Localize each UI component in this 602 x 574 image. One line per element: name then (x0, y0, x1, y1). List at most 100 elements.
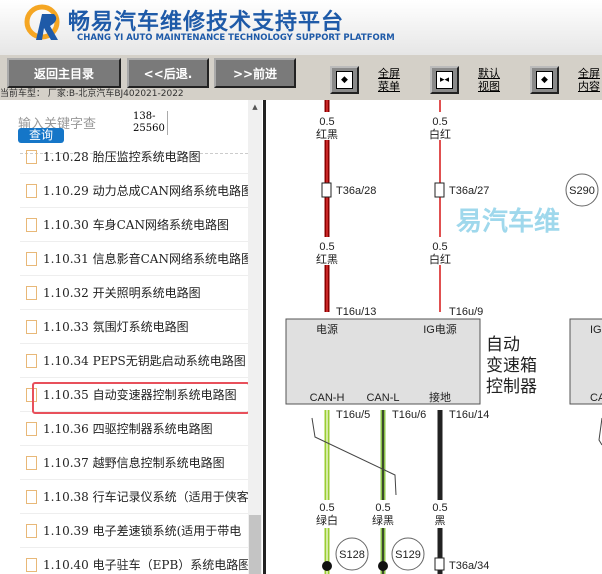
wire-size: 0.5 (432, 241, 447, 253)
sidebar-item[interactable]: 1.10.40 电子驻车（EPB）系统电路图 (20, 548, 248, 574)
file-icon (26, 183, 37, 198)
sidebar-item-label: 1.10.39 电子差速锁系统(适用于带电 (43, 524, 242, 538)
app-title: 畅易汽车维修技术支持平台 (68, 10, 345, 35)
file-icon (26, 353, 37, 368)
fullscreen-menu-button[interactable]: ◆ (330, 66, 359, 94)
sidebar-item-selected[interactable]: 1.10.35 自动变速器控制系统电路图 (20, 378, 248, 412)
pane-divider[interactable] (263, 100, 266, 574)
phone-line: 25560 (133, 123, 165, 134)
connector-icon (434, 557, 445, 571)
connector-label: T16u/14 (449, 409, 489, 421)
pin-label: CAN-H (310, 392, 345, 404)
sidebar-item[interactable]: 1.10.34 PEPS无钥匙启动系统电路图 (20, 344, 248, 378)
sidebar-item-label: 1.10.38 行车记录仪系统（适用于侠客 (43, 490, 248, 504)
connector-label: T36a/28 (336, 185, 376, 197)
sidebar-scrollbar[interactable]: ▲ (248, 100, 262, 574)
wire-color: 绿黑 (372, 513, 394, 527)
sidebar-item-label: 1.10.36 四驱控制器系统电路图 (43, 422, 213, 436)
file-icon (26, 149, 37, 164)
sidebar-item[interactable]: 1.10.31 信息影音CAN网络系统电路图 (20, 242, 248, 276)
pin-label: 接地 (429, 391, 451, 404)
sidebar-item[interactable]: 1.10.29 动力总成CAN网络系统电路图 (20, 174, 248, 208)
app-subtitle: CHANG YI AUTO MAINTENANCE TECHNOLOGY SUP… (77, 33, 395, 43)
splice-label: S129 (395, 549, 421, 561)
connector-icon (434, 182, 445, 198)
sidebar-item[interactable]: 1.10.30 车身CAN网络系统电路图 (20, 208, 248, 242)
pin-label: IG (590, 324, 602, 336)
file-icon (26, 251, 37, 266)
fullscreen-content-link[interactable]: 全屏内容 (578, 67, 602, 93)
twisted-pair-mark (598, 417, 602, 446)
pin-label: IG电源 (423, 322, 457, 336)
connector-label: T16u/5 (336, 409, 370, 421)
adjacent-module-box (569, 318, 602, 405)
watermark: 易汽车维 (456, 206, 560, 236)
sidebar-item[interactable]: 1.10.32 开关照明系统电路图 (20, 276, 248, 310)
arrows-icon: ▸◂ (436, 71, 453, 89)
label: 内容 (578, 80, 600, 93)
wire-size: 0.5 (319, 116, 334, 128)
file-icon (26, 319, 37, 334)
scroll-thumb[interactable] (249, 515, 261, 574)
pin-label: CA (590, 392, 602, 404)
control-module-box[interactable] (285, 318, 481, 405)
connector-label: T16u/13 (336, 306, 376, 318)
file-icon (26, 387, 37, 402)
search-button[interactable]: 查询 (18, 128, 64, 143)
file-icon (26, 285, 37, 300)
pin-label: CAN-L (366, 392, 399, 404)
connector-label: T36a/27 (449, 185, 489, 197)
wire-size: 0.5 (375, 502, 390, 514)
splice-label: S128 (339, 549, 365, 561)
sidebar-item[interactable]: 1.10.39 电子差速锁系统(适用于带电 (20, 514, 248, 548)
fullscreen-menu-link[interactable]: 全屏菜单 (378, 67, 404, 93)
wire-size: 0.5 (319, 241, 334, 253)
wire-color: 红黑 (316, 253, 338, 266)
label: 全屏 (578, 67, 600, 80)
wire-color: 黑 (435, 514, 446, 527)
splice-circle (391, 537, 425, 571)
current-car-model: 当前车型： 厂家:B-北京汽车BJ402021-2022 (0, 89, 186, 100)
wire-color: 白红 (429, 252, 451, 266)
sidebar-item[interactable]: 1.10.28 胎压监控系统电路图 (20, 140, 248, 174)
connector-icon (321, 182, 332, 198)
sidebar-item-label: 1.10.32 开关照明系统电路图 (43, 286, 201, 300)
file-icon (26, 489, 37, 504)
file-icon (26, 557, 37, 572)
splice-label: S290 (569, 185, 595, 197)
sidebar-item-label: 1.10.37 越野信息控制系统电路图 (43, 456, 225, 470)
label: 全屏 (378, 67, 400, 80)
back-button[interactable]: <<后退. (127, 58, 209, 88)
home-button[interactable]: 返回主目录 (7, 58, 121, 88)
module-name: 控制器 (486, 377, 537, 396)
logo-icon (24, 4, 60, 40)
label: 菜单 (378, 80, 400, 93)
label: 视图 (478, 80, 500, 93)
divider (20, 153, 248, 154)
wire-color: 白红 (429, 127, 451, 141)
wire-color: 红黑 (316, 128, 338, 141)
sidebar-item[interactable]: 1.10.37 越野信息控制系统电路图 (20, 446, 248, 480)
forward-button[interactable]: >>前进 (214, 58, 296, 88)
file-icon (26, 523, 37, 538)
sidebar-item[interactable]: 1.10.36 四驱控制器系统电路图 (20, 412, 248, 446)
circuit-diagram[interactable]: 易汽车维 0.5 红黑 0.5 白红 0.5 红黑 0.5 白红 T36a/28… (266, 100, 602, 574)
connector-label: T16u/9 (449, 306, 483, 318)
scroll-up-icon[interactable]: ▲ (252, 103, 258, 111)
twisted-pair-mark (311, 417, 397, 496)
sidebar-item-label: 1.10.34 PEPS无钥匙启动系统电路图 (43, 354, 246, 368)
splice-circle (335, 537, 369, 571)
module-name: 变速箱 (486, 356, 537, 375)
sidebar-item-label: 1.10.29 动力总成CAN网络系统电路图 (43, 184, 248, 198)
sidebar-item-label: 1.10.30 车身CAN网络系统电路图 (43, 218, 229, 232)
sidebar-item[interactable]: 1.10.38 行车记录仪系统（适用于侠客 (20, 480, 248, 514)
splice-dot (378, 561, 388, 571)
default-view-button[interactable]: ▸◂ (430, 66, 459, 94)
fullscreen-content-button[interactable]: ◆ (530, 66, 559, 94)
arrow-icon: ◆ (336, 71, 353, 89)
sidebar-item[interactable]: 1.10.33 氛围灯系统电路图 (20, 310, 248, 344)
default-view-link[interactable]: 默认视图 (478, 67, 504, 93)
wire-size: 0.5 (432, 116, 447, 128)
diagram-svg: 易汽车维 0.5 红黑 0.5 白红 0.5 红黑 0.5 白红 T36a/28… (285, 100, 602, 574)
